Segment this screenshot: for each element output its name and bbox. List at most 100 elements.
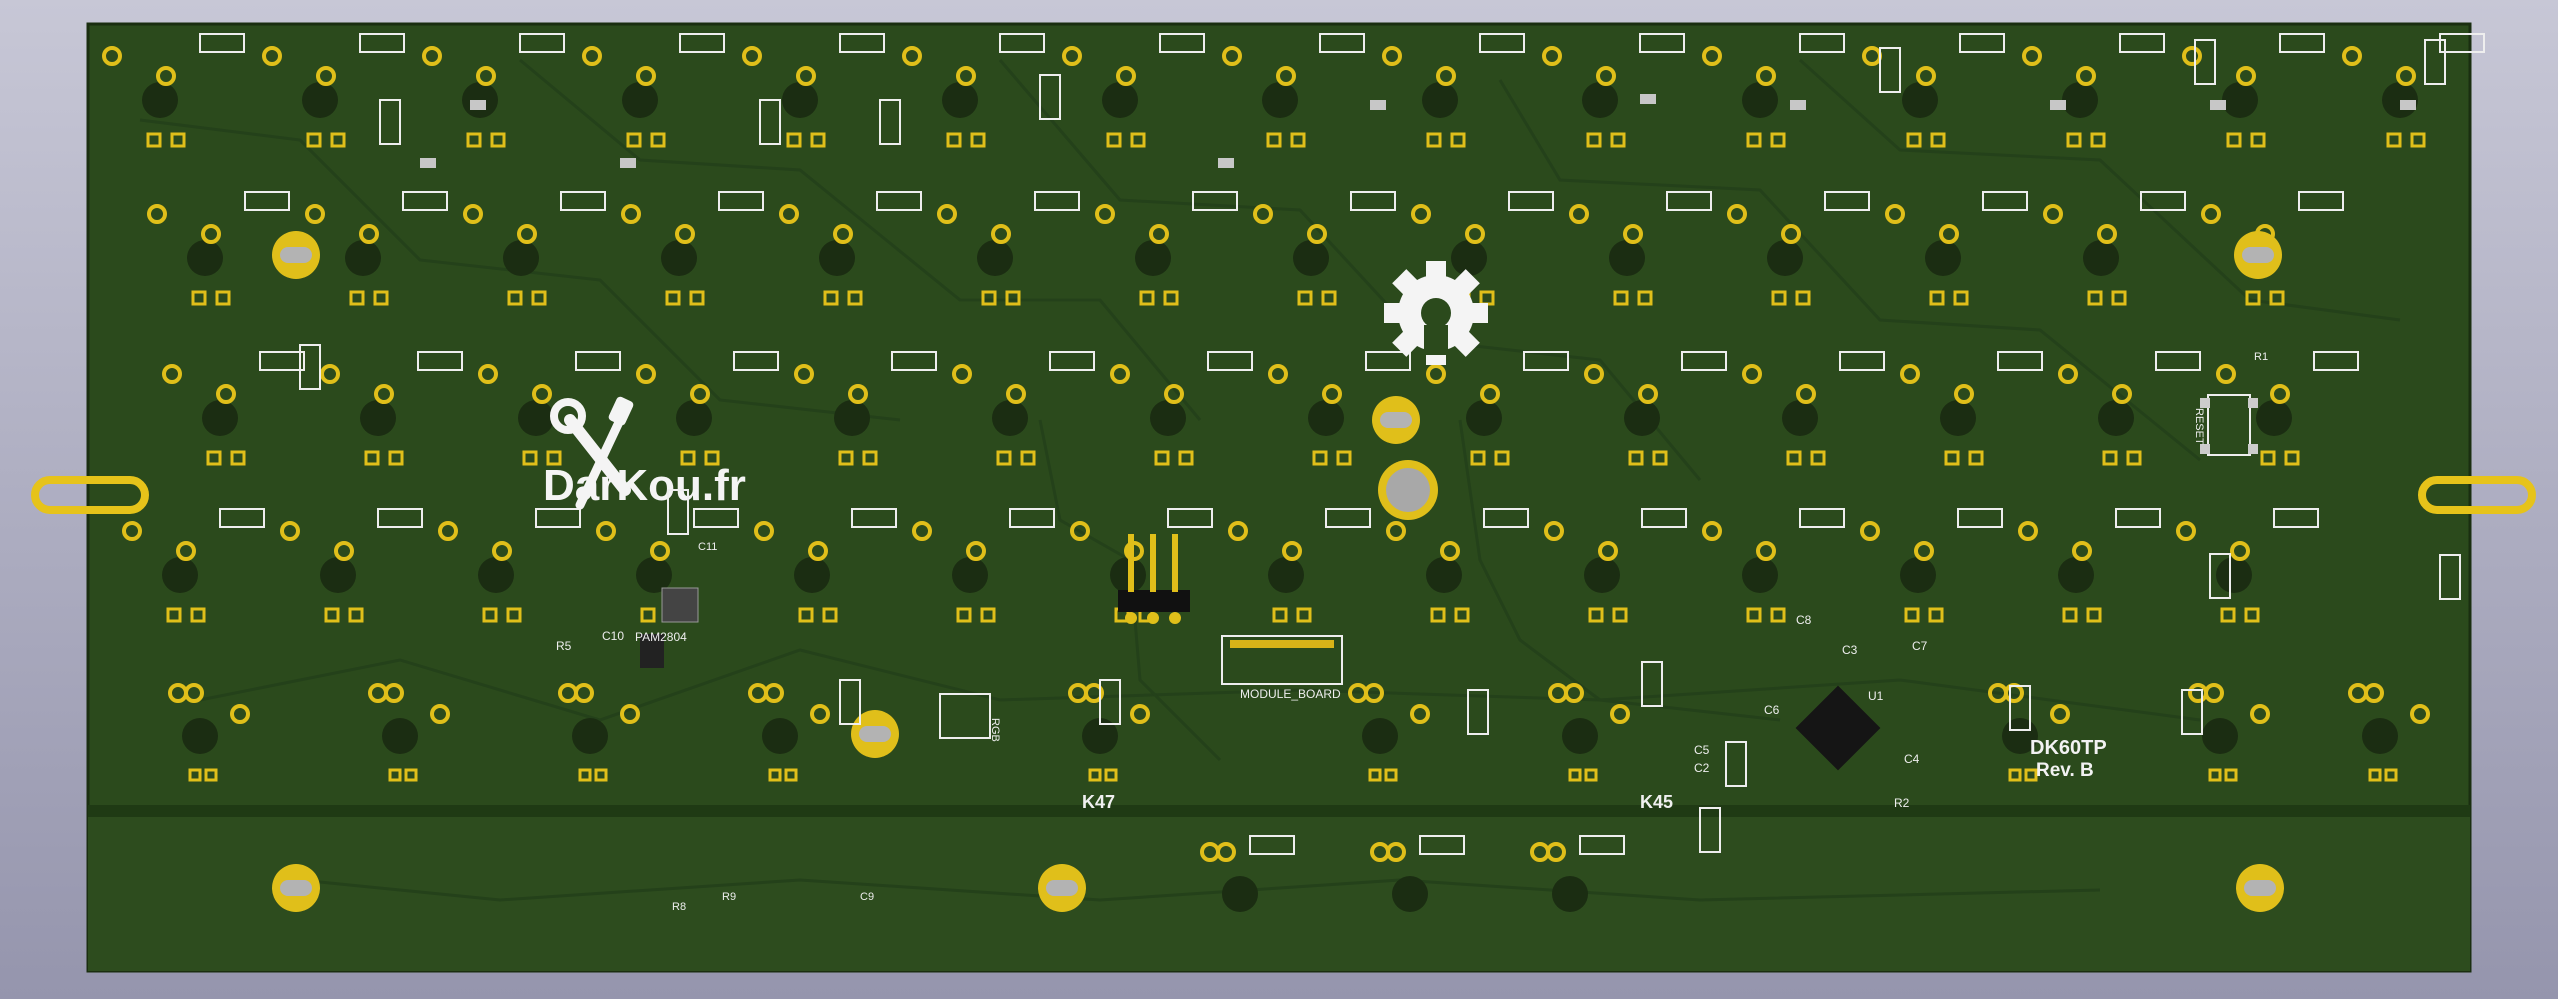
label-c9: C9 [860,891,874,903]
key-switch-footprint [1584,351,1727,466]
label-c10: C10 [602,629,624,643]
key-switch-footprint [1386,508,1529,623]
label-r2: R2 [1894,796,1910,810]
key-switch-footprint [320,351,463,466]
key-switch-footprint [1742,351,1885,466]
label-c5: C5 [1694,743,1710,757]
key-switch-footprint [2058,351,2201,466]
key-switch-footprint [262,33,405,148]
smd-part [839,679,861,725]
key-switch-footprint [280,508,423,623]
key-switch-footprint [952,351,1095,466]
label-k47: K47 [1082,792,1115,812]
brand-logo-text: DarKou.fr [543,461,746,510]
label-c2: C2 [1694,761,1710,775]
key-switch-footprint [937,191,1080,306]
key-switch-footprint [1222,33,1365,148]
key-switch-footprint [2348,683,2430,782]
rgb-connector [939,693,991,739]
key-switch-footprint [902,33,1045,148]
key-switch-footprint [147,191,290,306]
smd-part [379,99,401,145]
label-reset: RESET [2193,408,2205,445]
key-switch-footprint [478,351,621,466]
key-switch-footprint [1702,33,1845,148]
key-switch-footprint [742,33,885,148]
key-switch-footprint [1900,351,2043,466]
smd-part [2424,39,2446,85]
key-switch-footprint [1530,835,1625,912]
power-ic [640,587,699,668]
reset-switch [2200,394,2258,456]
key-switch-footprint [1542,33,1685,148]
key-switch-footprint [305,191,448,306]
smd-part [1790,100,1806,110]
key-switch-footprint [2176,508,2319,623]
smd-part [667,489,689,535]
key-switch-footprint [596,508,739,623]
key-switch-footprint [1068,683,1150,782]
key-switch-footprint [1862,33,2005,148]
smd-part [470,100,486,110]
label-u1: U1 [1868,689,1884,703]
key-switch-footprint [2182,33,2325,148]
key-switch-footprint [1727,191,1870,306]
smd-part [1467,689,1489,735]
smd-part [759,99,781,145]
key-switch-footprint [1228,508,1371,623]
mounting-hole [1372,396,1420,444]
mounting-hole [851,710,899,758]
label-r1: R1 [2254,351,2268,363]
key-switch-footprint [162,351,305,466]
key-switch-footprint [1200,835,1295,912]
module-board-label: MODULE_BOARD [1240,687,1341,701]
smd-part [2400,100,2416,110]
smd-part [1218,158,1234,168]
smd-part [1099,679,1121,725]
smd-part [620,158,636,168]
smd-part [420,158,436,168]
smd-part [879,99,901,145]
key-switch-footprint [582,33,725,148]
board-title: DK60TP [2030,737,2107,759]
key-switch-footprint [2018,508,2161,623]
board-revision: Rev. B [2036,760,2094,781]
key-switch-footprint [463,191,606,306]
smd-part [2439,554,2461,600]
key-switch-footprint [1253,191,1396,306]
label-c3: C3 [1842,643,1858,657]
gear-icon [1384,261,1488,365]
key-switch-footprint [368,683,450,782]
key-switch-footprint [1370,835,1465,912]
label-c8: C8 [1796,613,1812,627]
key-switch-footprint [102,33,245,148]
label-rgb: RGB [989,718,1001,742]
key-switch-footprint [1095,191,1238,306]
smd-part [2210,100,2226,110]
key-switch-footprint [912,508,1055,623]
label-c7: C7 [1912,639,1928,653]
stabilizer-holes [31,476,2536,514]
label-c4: C4 [1904,752,1920,766]
key-switch-footprint [1110,351,1253,466]
key-switch-footprint [2043,191,2186,306]
key-switch-footprint [1382,33,1525,148]
smd-part [1640,94,1656,104]
key-switch-footprint [794,351,937,466]
key-switch-footprint [636,351,779,466]
wrench-and-screwdriver-icon [550,396,634,510]
key-switch-footprint [1348,683,1430,782]
label-pam2804: PAM2804 [635,630,687,644]
label-c11: C11 [698,541,717,553]
mounting-hole [2234,231,2282,279]
smd-part [2050,100,2066,110]
smd-part [1879,47,1901,93]
smd-part [1699,807,1721,853]
key-switch-footprint [2188,683,2270,782]
smd-part [2009,685,2031,731]
key-switch-footprint [168,683,250,782]
smd-part [1039,74,1061,120]
key-switch-footprint [122,508,265,623]
